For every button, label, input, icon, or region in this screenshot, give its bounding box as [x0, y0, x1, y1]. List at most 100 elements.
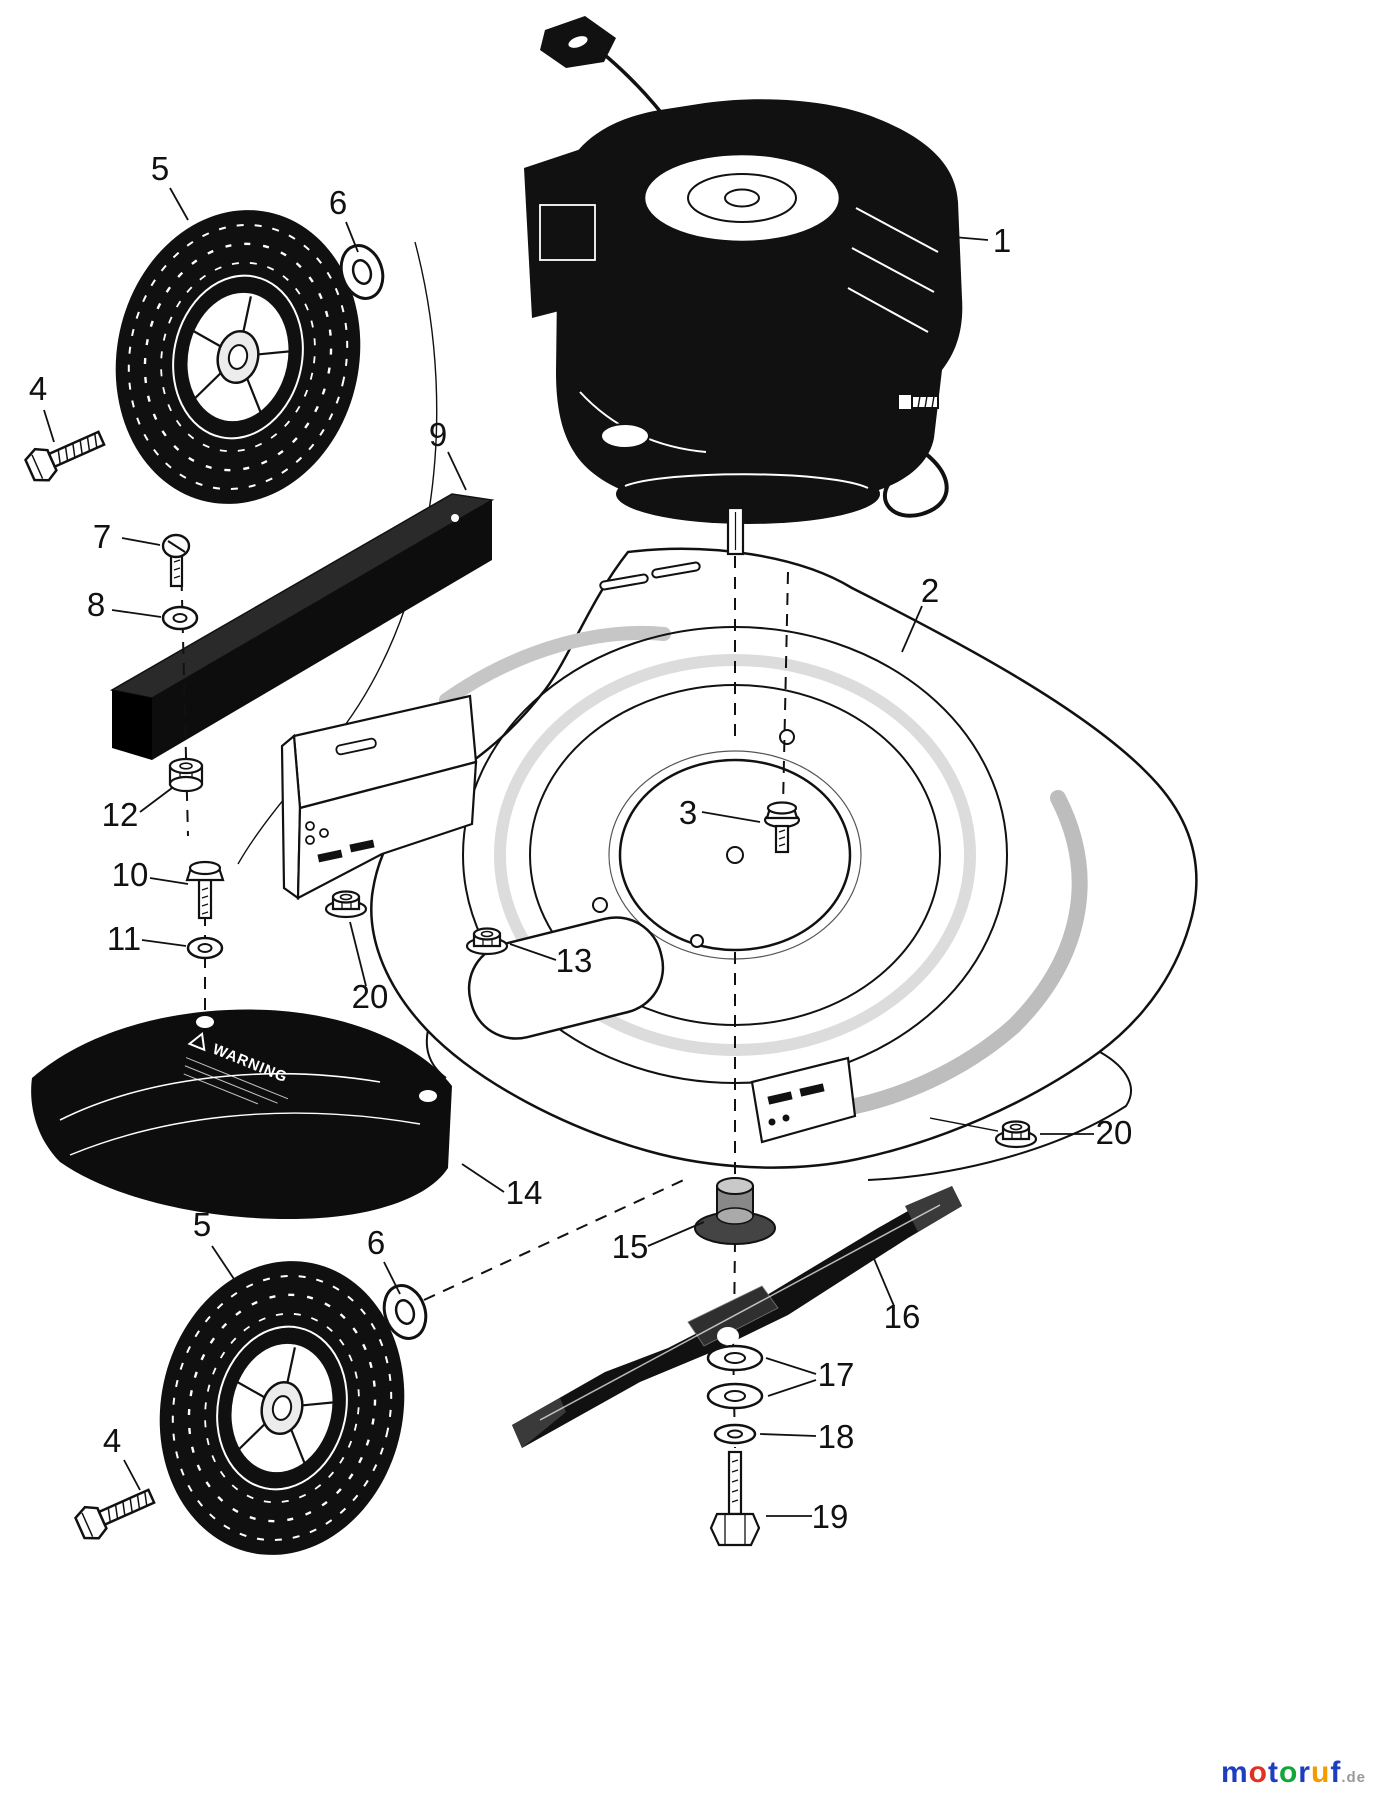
leader-15: [647, 1221, 705, 1247]
logo-letter: o: [1278, 1756, 1299, 1789]
wheel-front: [87, 185, 389, 529]
part-label-12: 12: [102, 796, 139, 833]
blade-washer-2: [706, 1382, 764, 1410]
part-label-20-right: 20: [1096, 1114, 1133, 1151]
part-label-8: 8: [87, 586, 105, 623]
part-label-17: 17: [818, 1356, 855, 1393]
blade-center-hole: [717, 1327, 739, 1345]
deck-shading-top: [439, 625, 671, 707]
bracket-washer-illustration: [186, 936, 224, 960]
logo-letter: u: [1310, 1756, 1331, 1789]
recoil-center: [724, 188, 760, 208]
rear-bracket: [750, 1056, 857, 1144]
spark-plug-wire: [883, 438, 949, 518]
deck-skirt-right: [867, 1051, 1132, 1181]
part-label-19: 19: [812, 1498, 849, 1535]
part-label-16: 16: [884, 1298, 921, 1335]
flange-nut-20-left: [324, 890, 368, 919]
deck-center-hole: [726, 846, 744, 864]
part-label-20-left: 20: [352, 978, 389, 1015]
leader-17a: [765, 1357, 817, 1375]
deck-shading-right: [838, 790, 1088, 1116]
trim-strip-illustration: [109, 493, 495, 760]
front-bracket: [280, 694, 478, 901]
part-label-7: 7: [93, 518, 111, 555]
engine-illustration: [524, 16, 963, 556]
part-label-6-rear: 6: [367, 1224, 385, 1261]
leader-13: [509, 943, 557, 961]
leader-4-front: [43, 409, 55, 443]
deck-hole-left: [592, 897, 608, 913]
hex-nut-illustration: [168, 757, 204, 793]
axle-bolt-front: [21, 421, 110, 487]
oil-cap: [600, 423, 650, 449]
deck-shading-ring: [494, 654, 976, 1056]
engine-mount-flange: [616, 464, 880, 524]
starter-handle-slot: [568, 36, 588, 48]
leader-4-rear: [123, 1459, 141, 1491]
part-label-5-front: 5: [151, 150, 169, 187]
lock-washer: [713, 1423, 757, 1445]
part-label-6-front: 6: [329, 184, 347, 221]
part-label-18: 18: [818, 1418, 855, 1455]
leader-16: [871, 1253, 895, 1307]
logo-letter: o: [1248, 1756, 1268, 1789]
leader-20-left: [349, 921, 367, 987]
mower-deck-illustration: [280, 547, 1198, 1181]
engine-side-bolt: [897, 393, 939, 411]
wheel-rear: [131, 1236, 433, 1580]
deck-vent-slot-2: [651, 561, 701, 579]
part-label-2: 2: [921, 572, 939, 609]
blade-bolt-illustration: [709, 1450, 761, 1547]
leader-8: [111, 609, 162, 618]
deck-hole-bottom: [690, 934, 704, 948]
leader-11: [141, 939, 187, 947]
warning-triangle-icon: [187, 1032, 206, 1052]
leader-12: [139, 787, 173, 813]
leader-2: [901, 605, 923, 653]
deflector-shield-illustration: WARNING: [31, 1009, 452, 1220]
part-label-13: 13: [556, 942, 593, 979]
leader-1: [941, 235, 989, 241]
leader-9: [447, 451, 467, 491]
leader-5-front: [169, 187, 189, 221]
deck-vent-slot-1: [599, 573, 649, 591]
part-label-5-rear: 5: [193, 1206, 211, 1243]
leader-5-rear: [211, 1245, 237, 1283]
part-label-9: 9: [429, 416, 447, 453]
part-label-10: 10: [112, 856, 149, 893]
part-label-15: 15: [612, 1228, 649, 1265]
axle-bolt-rear: [71, 1479, 160, 1545]
part-label-4-rear: 4: [103, 1422, 121, 1459]
blade-adapter-illustration: [694, 1177, 776, 1245]
leader-6-rear: [383, 1261, 401, 1295]
blade-washer-1: [706, 1344, 764, 1372]
flange-highlight: [624, 473, 869, 489]
part-label-3: 3: [679, 794, 697, 831]
screw-washer-illustration: [161, 605, 199, 631]
logo-letter: r: [1298, 1756, 1311, 1789]
leader-17b: [767, 1379, 817, 1397]
part-labels: 1 2 3 4 5 6 7 8 9 10 11 12 13 14 15 16 1…: [29, 150, 1133, 1535]
part-label-4-front: 4: [29, 370, 47, 407]
deck-hole-top: [779, 729, 795, 745]
leader-18: [759, 1433, 817, 1437]
logo-suffix: .de: [1341, 1769, 1366, 1786]
shield-hole-left: [196, 1016, 214, 1028]
flange-nut-20-right: [994, 1120, 1038, 1149]
logo-letter: t: [1267, 1756, 1279, 1789]
bracket-bolt-illustration: [185, 860, 225, 920]
leader-14: [461, 1163, 505, 1193]
deck-bolt-illustration: [763, 801, 801, 854]
leader-3: [701, 811, 761, 823]
shield-hole-right: [419, 1090, 437, 1102]
logo-letter: m: [1220, 1756, 1249, 1789]
leader-6-front: [345, 221, 359, 253]
deck-discharge-opening: [467, 916, 665, 1040]
leader-10: [149, 877, 189, 885]
leader-lines: [43, 187, 1094, 1517]
motoruf-logo: motoruf.de: [1221, 1756, 1366, 1790]
part-label-1: 1: [993, 222, 1011, 259]
